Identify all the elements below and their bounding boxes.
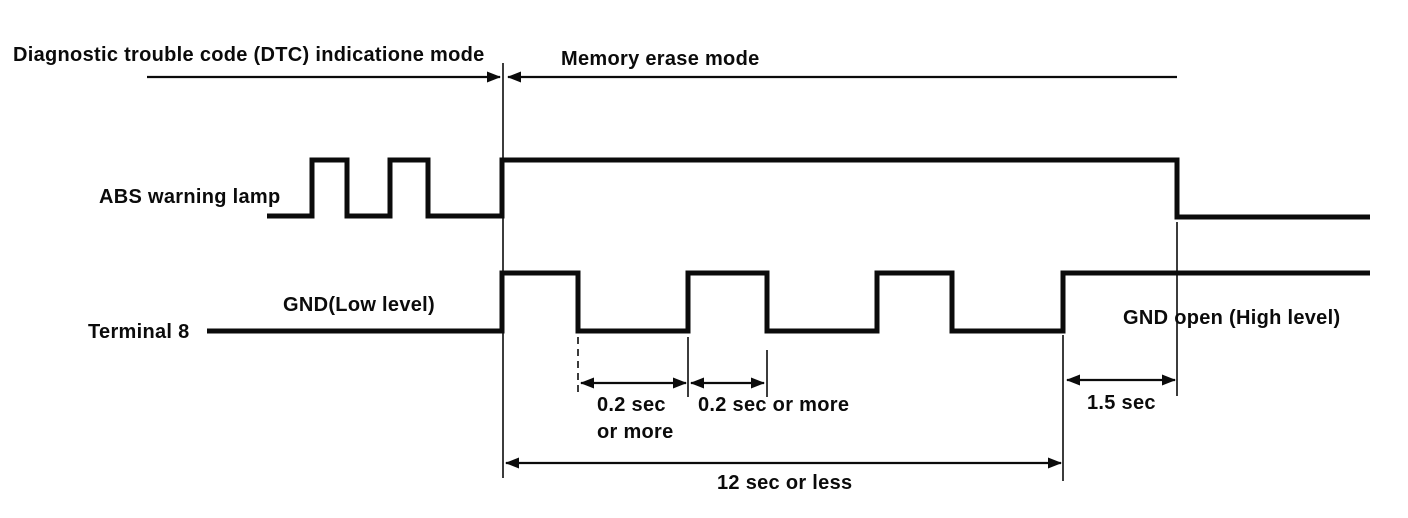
arrowhead bbox=[487, 71, 501, 83]
dtc-mode-label: Diagnostic trouble code (DTC) indication… bbox=[13, 44, 485, 66]
high-pulse-width-label: 0.2 sec or more bbox=[698, 394, 850, 416]
low-pulse-width-label: 0.2 sec or more bbox=[597, 394, 674, 443]
arrowhead bbox=[751, 377, 765, 389]
arrowhead bbox=[1048, 457, 1062, 469]
terminal8-label: Terminal 8 bbox=[88, 321, 190, 343]
gnd-low-level-label: GND(Low level) bbox=[283, 294, 435, 316]
arrowhead bbox=[507, 71, 521, 83]
abs-warning-lamp-waveform bbox=[267, 157, 1370, 220]
arrowhead bbox=[1162, 374, 1176, 386]
arrowhead bbox=[690, 377, 704, 389]
arrowhead bbox=[505, 457, 519, 469]
gnd-open-high-level-label: GND open (High level) bbox=[1123, 307, 1341, 329]
abs-warning-lamp-label: ABS warning lamp bbox=[99, 186, 281, 208]
erase-window-label: 12 sec or less bbox=[717, 472, 853, 494]
arrowhead bbox=[1066, 374, 1080, 386]
memory-erase-mode-label: Memory erase mode bbox=[561, 48, 760, 70]
release-delay-label: 1.5 sec bbox=[1087, 392, 1156, 414]
terminal8-waveform bbox=[207, 270, 1370, 334]
arrowhead bbox=[580, 377, 594, 389]
arrowhead bbox=[673, 377, 687, 389]
